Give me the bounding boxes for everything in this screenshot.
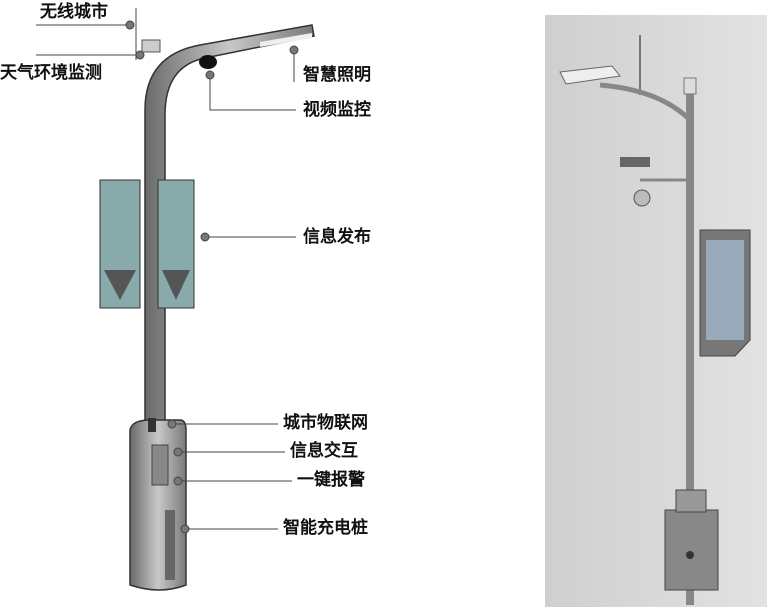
label-city-iot: 城市物联网 (283, 413, 368, 433)
left-pole (99, 24, 315, 591)
weather-sensor (141, 39, 161, 53)
label-weather-monitoring: 天气环境监测 (0, 63, 102, 83)
label-smart-charging: 智能充电桩 (283, 518, 368, 538)
camera-dome (199, 55, 217, 69)
right-pole-photo (545, 15, 767, 607)
label-smart-lighting: 智慧照明 (303, 65, 371, 85)
callout-lines (36, 8, 299, 534)
label-one-key-alarm: 一键报警 (297, 470, 365, 490)
label-wireless-city: 无线城市 (40, 2, 108, 22)
label-video-surveillance: 视频监控 (303, 100, 371, 120)
label-info-interaction: 信息交互 (290, 441, 358, 461)
label-info-publishing: 信息发布 (303, 227, 371, 247)
